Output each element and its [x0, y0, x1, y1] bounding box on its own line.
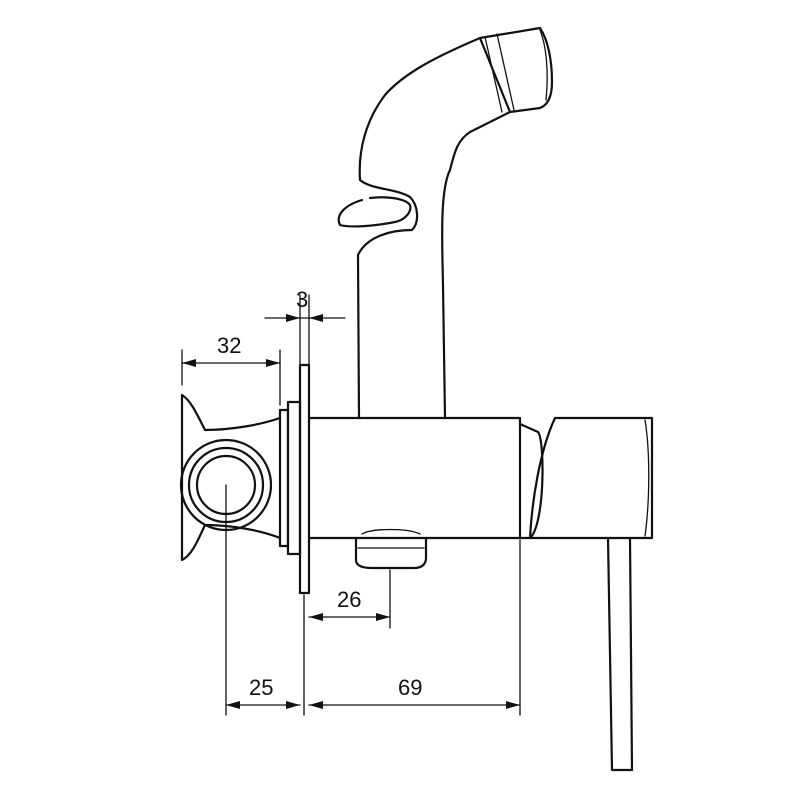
- escutcheon-inner: [278, 408, 290, 548]
- outlet-nipple-detail: [357, 528, 425, 549]
- lever-hub: [528, 416, 654, 540]
- valve-body: [308, 416, 544, 570]
- dimension-label-outlet-offset: 26: [337, 587, 361, 612]
- shower-trigger: [337, 196, 412, 228]
- holder-cross: [180, 393, 282, 562]
- wall-plate: [298, 363, 311, 595]
- shower-holder: [179, 393, 282, 562]
- body-collar: [518, 422, 544, 540]
- dimension-label-center-offset: 25: [249, 675, 273, 700]
- shower-head-band: [484, 33, 515, 113]
- dimension-gap-top: 3: [264, 287, 346, 322]
- lever-hub-edge: [644, 419, 650, 537]
- dimension-label-gap-top: 3: [296, 287, 308, 312]
- lever-arm: [606, 536, 634, 772]
- wall-flange: [278, 363, 311, 595]
- main-body: [308, 416, 522, 540]
- hand-shower: [337, 26, 554, 420]
- escutcheon: [286, 400, 302, 556]
- dimension-outlet-offset: 26: [308, 587, 391, 621]
- extension-lines: [181, 294, 521, 716]
- outlet-nipple: [354, 536, 428, 570]
- dimension-body-length: 69: [308, 675, 521, 709]
- dimension-center-offset: 25: [225, 675, 301, 709]
- dimension-label-handle-depth: 32: [217, 333, 241, 358]
- shower-handle-outline: [356, 36, 512, 420]
- shower-head-ring: [539, 29, 548, 101]
- lever-handle: [528, 416, 654, 772]
- dimension-handle-depth: 32: [181, 333, 281, 367]
- dimension-label-body-length: 69: [398, 675, 422, 700]
- shower-head-nozzle: [478, 26, 554, 114]
